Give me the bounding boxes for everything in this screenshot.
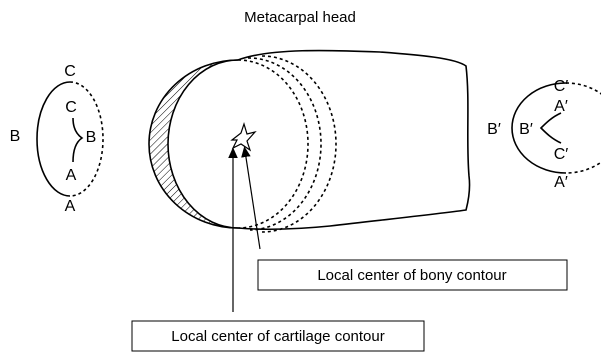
left-inner-a-label: A bbox=[66, 167, 77, 184]
left-joint-glyph: C B A C B A bbox=[10, 63, 103, 215]
left-outer-c-label: C bbox=[64, 63, 76, 80]
right-bottom-c-label: C′ bbox=[554, 146, 569, 163]
left-outer-b-label: B bbox=[10, 128, 21, 145]
cartilage-crescent bbox=[149, 60, 238, 228]
right-joint-glyph: B′ B′ C′ A′ C′ A′ bbox=[487, 78, 601, 191]
bony-contour-dashed-2 bbox=[248, 58, 321, 230]
right-glyph-y-junction bbox=[541, 113, 561, 143]
left-outer-a-label: A bbox=[65, 198, 76, 215]
left-inner-c-label: C bbox=[65, 99, 77, 116]
bony-contour-dashed-3 bbox=[262, 56, 336, 232]
local-center-star bbox=[232, 124, 255, 150]
metacarpal-shaft bbox=[238, 50, 470, 229]
right-bottom-a-label: A′ bbox=[554, 174, 568, 191]
bony-center-label: Local center of bony contour bbox=[317, 267, 506, 284]
right-top-c-label: C′ bbox=[554, 78, 569, 95]
right-glyph-dashed-arc bbox=[566, 83, 601, 173]
right-inner-b-label: B′ bbox=[519, 121, 533, 138]
left-glyph-y-junction bbox=[73, 118, 82, 162]
metacarpal-head bbox=[149, 50, 470, 232]
bony-center-arrow bbox=[245, 151, 260, 249]
left-inner-b-label: B bbox=[86, 129, 97, 146]
cartilage-center-label: Local center of cartilage contour bbox=[171, 328, 384, 345]
right-top-a-label: A′ bbox=[554, 98, 568, 115]
right-outer-b-label: B′ bbox=[487, 121, 501, 138]
diagram-title: Metacarpal head bbox=[244, 9, 356, 26]
